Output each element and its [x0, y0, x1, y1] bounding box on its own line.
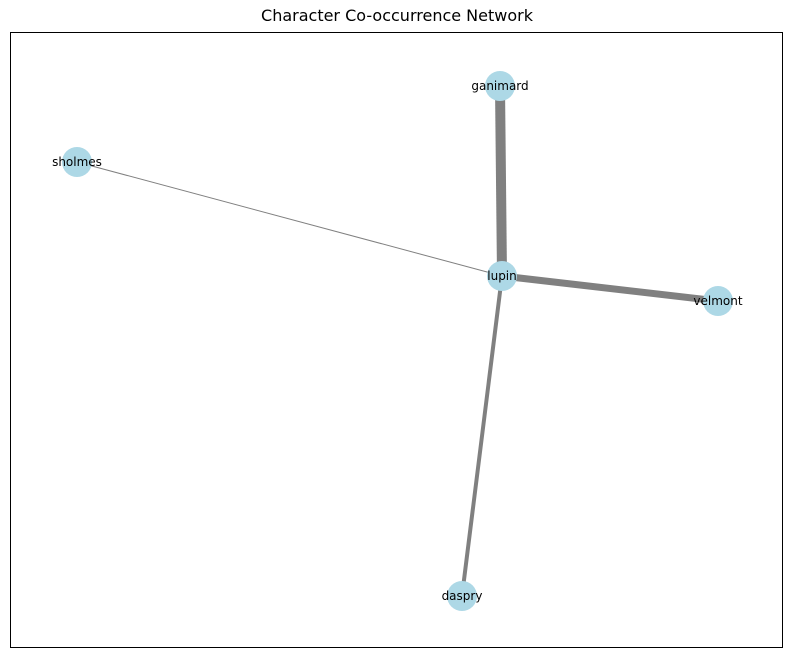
edge-lupin-ganimard	[495, 85, 507, 277]
nodes-layer	[62, 71, 733, 611]
labels-layer: ganimard sholmes lupin velmont daspry	[52, 79, 743, 603]
node-lupin	[487, 261, 517, 291]
chart-title: Character Co-occurrence Network	[261, 6, 533, 25]
edge-lupin-sholmes	[76, 161, 503, 277]
node-label-velmont: velmont	[693, 294, 742, 308]
node-label-sholmes: sholmes	[52, 155, 102, 169]
node-label-daspry: daspry	[442, 589, 483, 603]
edge-lupin-daspry	[460, 275, 504, 597]
node-label-lupin: lupin	[487, 269, 517, 283]
node-label-ganimard: ganimard	[471, 79, 528, 93]
node-velmont	[703, 286, 733, 316]
edges-layer	[76, 85, 719, 597]
edge-lupin-velmont	[501, 272, 719, 305]
node-daspry	[447, 581, 477, 611]
node-sholmes	[62, 147, 92, 177]
plot-frame	[10, 32, 783, 648]
node-ganimard	[485, 71, 515, 101]
